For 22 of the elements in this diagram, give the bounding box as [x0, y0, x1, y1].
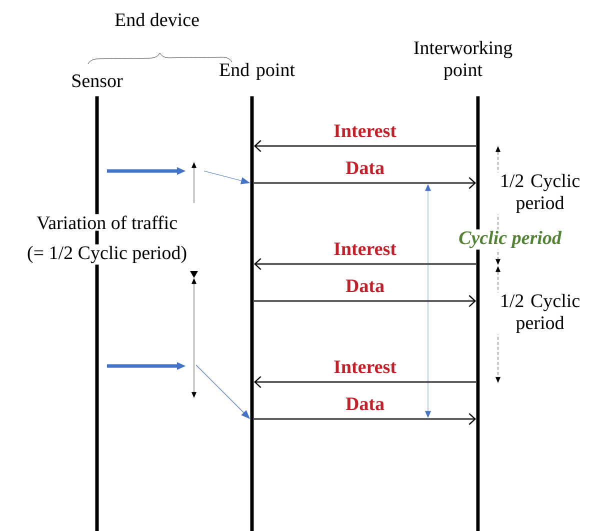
annotation: Cyclic period: [457, 229, 563, 250]
arrow: [254, 258, 476, 270]
edge-label: Interest: [332, 242, 398, 256]
node-label: End point: [220, 62, 295, 80]
node-label: Interworking point: [414, 40, 512, 80]
edge-label: Interest: [332, 124, 398, 138]
edge-label: Data: [344, 396, 386, 412]
edge-label: Data: [344, 278, 386, 294]
annotation: End device: [113, 11, 201, 28]
arrow: [254, 413, 476, 425]
annotation: 1/2 Cyclic period: [491, 292, 589, 335]
annotation: 1/2 Cyclic period: [491, 172, 589, 215]
node-label: Sensor: [72, 74, 123, 88]
edge-label: Data: [344, 160, 386, 176]
edge-label: Interest: [332, 360, 398, 374]
arrow: [254, 295, 476, 307]
arrow: [254, 177, 476, 189]
arrow: [254, 140, 476, 152]
lifeline: End point: [220, 62, 295, 531]
annotation: Variation of traffic: [34, 214, 180, 231]
arrow: [254, 376, 476, 388]
annotation: (= 1/2 Cyclic period): [25, 244, 189, 265]
